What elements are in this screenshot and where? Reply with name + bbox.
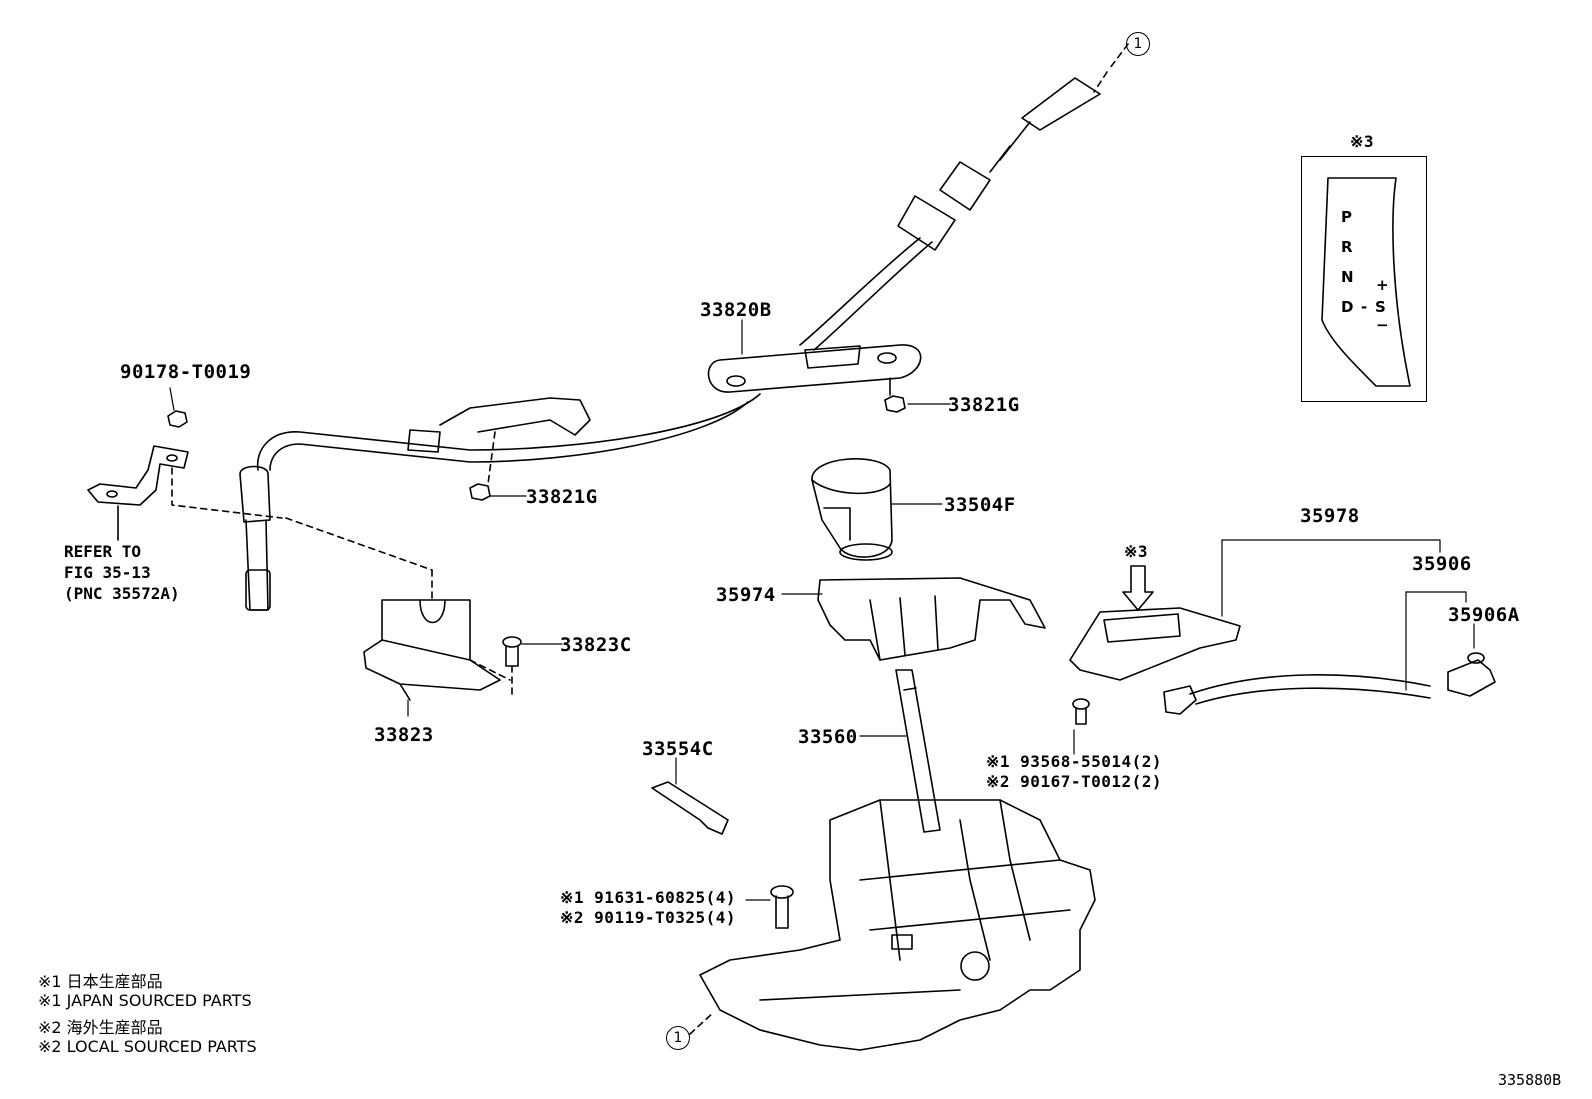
part-label-35906a: 35906A <box>1448 604 1520 626</box>
retainer-33823 <box>363 599 511 701</box>
shift-housing <box>699 799 1096 1051</box>
bolt-label-90119: ※2 90119-T0325(4) <box>560 908 737 927</box>
bolt-93568 <box>1072 698 1090 725</box>
note-local-jp: ※2 海外生産部品 <box>38 1018 163 1037</box>
gear-plus: + <box>1376 276 1389 294</box>
shift-cable-upper <box>707 71 1108 396</box>
bolt-label-91631: ※1 91631-60825(4) <box>560 888 737 907</box>
part-label-33504f: 33504F <box>944 494 1016 516</box>
reference-circle-top: 1 <box>1126 32 1150 56</box>
bolt-33823c <box>502 636 522 695</box>
gear-s: S <box>1375 298 1386 316</box>
gear-dash: - <box>1361 298 1368 316</box>
inset-frame <box>1301 156 1427 402</box>
shift-lever-33560 <box>895 669 941 833</box>
view-arrow <box>1122 565 1154 611</box>
part-label-33820b: 33820B <box>700 299 772 321</box>
part-label-33560: 33560 <box>798 726 858 748</box>
circle-bottom-leader <box>689 1011 715 1035</box>
bracket-35974 <box>817 577 1046 661</box>
part-label-33823c: 33823C <box>560 634 632 656</box>
ref-line-2: FIG 35-13 <box>64 563 151 582</box>
inset-shift-plate <box>1321 177 1411 387</box>
note-japan-en: ※1 JAPAN SOURCED PARTS <box>38 991 252 1010</box>
ref-note: REFER TO FIG 35-13 (PNC 35572A) <box>64 541 180 604</box>
switch-35978 <box>1069 607 1431 715</box>
connector-35906a <box>1447 652 1496 697</box>
bolt-91631 <box>770 885 794 929</box>
part-label-35906: 35906 <box>1412 553 1472 575</box>
figure-id: 335880B <box>1498 1071 1562 1089</box>
gear-r: R <box>1341 238 1353 256</box>
circle-top-leader <box>1109 43 1129 69</box>
part-label-35974: 35974 <box>716 584 776 606</box>
shift-cable-lower <box>239 393 761 611</box>
reference-circle-bottom: 1 <box>666 1026 690 1050</box>
arrow-mark: ※3 <box>1124 542 1149 561</box>
ref-line-1: REFER TO <box>64 542 142 561</box>
note-japan-jp: ※1 日本生産部品 <box>38 972 163 991</box>
part-label-33821g-upper: 33821G <box>948 394 1020 416</box>
part-label-35978: 35978 <box>1300 505 1360 527</box>
part-label-33823: 33823 <box>374 724 434 746</box>
nut-33821g-lower <box>469 483 491 501</box>
inset-mark: ※3 <box>1350 132 1375 151</box>
shift-knob-33504f <box>811 458 893 561</box>
bolt-label-93568: ※1 93568-55014(2) <box>986 752 1163 771</box>
bracket-ref <box>87 445 283 541</box>
part-label-33821g-lower: 33821G <box>526 486 598 508</box>
nut-33821g-upper <box>884 395 906 413</box>
part-label-90178: 90178-T0019 <box>120 361 252 383</box>
part-label-33554c: 33554C <box>642 738 714 760</box>
gear-d: D <box>1341 298 1354 316</box>
note-local-en: ※2 LOCAL SOURCED PARTS <box>38 1037 257 1056</box>
nut-90178 <box>167 410 188 428</box>
bolt-label-90167: ※2 90167-T0012(2) <box>986 772 1163 791</box>
ref-line-3: (PNC 35572A) <box>64 584 180 603</box>
leader-lines <box>169 319 1475 901</box>
plate-33554c <box>651 781 729 835</box>
gear-p: P <box>1341 208 1352 226</box>
gear-n: N <box>1341 268 1354 286</box>
gear-minus: − <box>1376 316 1389 334</box>
